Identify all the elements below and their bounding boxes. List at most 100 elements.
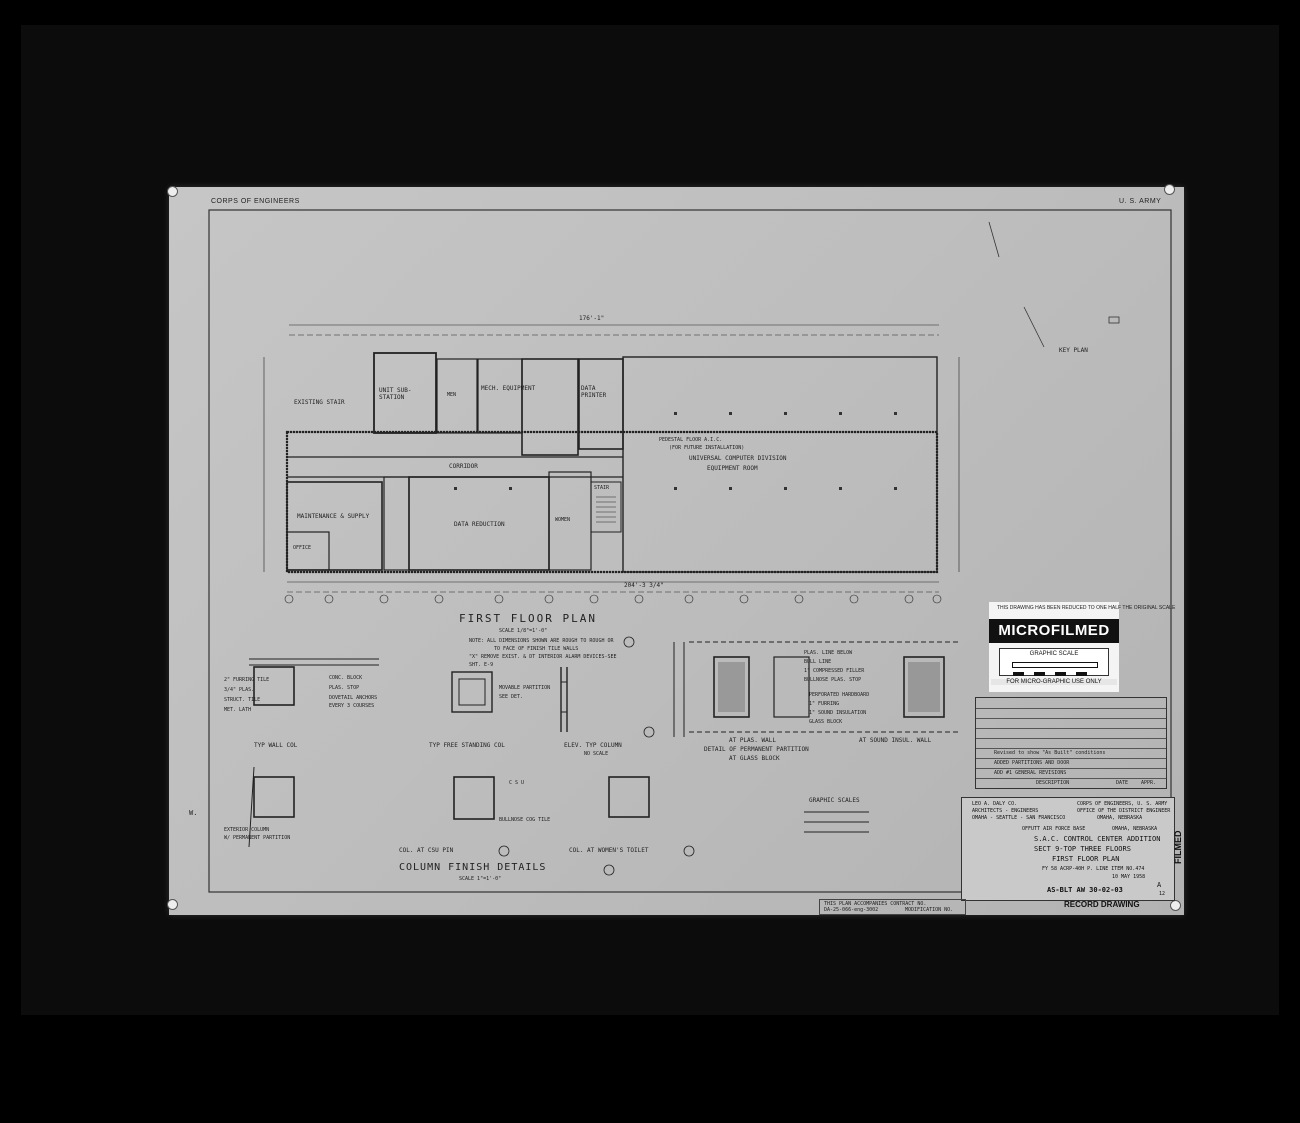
- callout-bullnose-plas-stop: BULLNOSE PLAS. STOP: [804, 677, 862, 683]
- room-label-existing-stair: EXISTING STAIR: [294, 399, 345, 406]
- callout-dovetail-anchors: DOVETAIL ANCHORS: [329, 695, 378, 701]
- microfilm-stamp: THIS DRAWING HAS BEEN REDUCED TO ONE HAL…: [989, 602, 1175, 692]
- callout-csu: C S U: [509, 780, 525, 786]
- title-line-3: FIRST FLOOR PLAN: [1052, 855, 1120, 863]
- revision-3: ADD #1 GENERAL REVISIONS: [994, 770, 1067, 776]
- floor-plan-drawing: [208, 209, 1172, 893]
- title-block: LEO A. DALY CO. ARCHITECTS - ENGINEERS O…: [961, 797, 1175, 901]
- column-finish-details-title: COLUMN FINISH DETAILS: [399, 862, 547, 873]
- room-label-women: WOMEN: [555, 517, 571, 523]
- filmed-tag: FILMED: [1173, 830, 1183, 864]
- detail-title-typ-wall-col: TYP WALL COL: [254, 742, 298, 749]
- base-name: OFFUTT AIR FORCE BASE: [1022, 826, 1086, 832]
- corps-city: OMAHA, NEBRASKA: [1097, 815, 1143, 821]
- modification-label: MODIFICATION NO.: [905, 907, 954, 913]
- header-right: U. S. ARMY: [1119, 198, 1162, 205]
- title-line-4: FY 58 ACRP-40H P. LINE ITEM NO.474: [1042, 866, 1145, 872]
- drawing-date: 10 MAY 1958: [1112, 874, 1146, 880]
- contract-note: THIS PLAN ACCOMPANIES CONTRACT NO.: [824, 901, 927, 907]
- detail-title-permanent-partition: DETAIL OF PERMANENT PARTITION: [704, 746, 809, 753]
- title-line-1: S.A.C. CONTROL CENTER ADDITION: [1034, 835, 1161, 843]
- detail-title-col-at-csu-pin: COL. AT CSU PIN: [399, 847, 454, 854]
- callout-bullnose-cog-tile: BULLNOSE COG TILE: [499, 817, 551, 823]
- callout-bull-line: BULL LINE: [804, 659, 832, 665]
- room-label-unit-substation: UNIT SUB-STATION: [379, 387, 412, 401]
- detail-scale-no-scale: NO SCALE: [584, 751, 609, 757]
- room-label-maintenance-supply: MAINTENANCE & SUPPLY: [297, 513, 370, 520]
- pushpin-icon: [1164, 184, 1175, 195]
- room-label-office: OFFICE: [293, 545, 312, 551]
- architect-cities: OMAHA - SEATTLE - SAN FRANCISCO: [972, 815, 1066, 821]
- photo-frame: CORPS OF ENGINEERS U. S. ARMY W. UNIT SU…: [21, 25, 1279, 1015]
- pushpin-icon: [1170, 900, 1181, 911]
- room-label-equipment-room: EQUIPMENT ROOM: [707, 465, 758, 472]
- graphic-scale-bar: [1012, 662, 1098, 676]
- callout-sound-insulation: 1" SOUND INSULATION: [809, 710, 867, 716]
- callout-compressed-filler: 1" COMPRESSED FILLER: [804, 668, 865, 674]
- column-finish-scale: SCALE 1"=1'-0": [459, 876, 502, 882]
- header-left: CORPS OF ENGINEERS: [211, 198, 300, 205]
- micrographic-use-note: FOR MICRO-GRAPHIC USE ONLY: [991, 679, 1117, 685]
- revision-1: Revised to show "As Built" conditions: [994, 750, 1106, 756]
- key-plan-label: KEY PLAN: [1059, 347, 1088, 354]
- graphic-scale-label: GRAPHIC SCALE: [1029, 651, 1079, 657]
- room-label-data-reduction: DATA REDUCTION: [454, 521, 505, 528]
- blueprint-sheet: CORPS OF ENGINEERS U. S. ARMY W. UNIT SU…: [167, 184, 1184, 915]
- detail-title-at-plas-wall: AT PLAS. WALL: [729, 737, 776, 744]
- callout-plas-line-below: PLAS. LINE BELOW: [804, 650, 853, 656]
- plan-note-3: "X" REMOVE EXIST. & DT INTERIOR ALARM DE…: [469, 654, 617, 660]
- room-label-universal-computer: UNIVERSAL COMPUTER DIVISION: [689, 455, 787, 462]
- pushpin-icon: [167, 899, 178, 910]
- detail-title-at-glass-block: AT GLASS BLOCK: [729, 755, 780, 762]
- room-label-corridor: CORRIDOR: [449, 463, 478, 470]
- contract-strip: THIS PLAN ACCOMPANIES CONTRACT NO. DA-25…: [819, 899, 966, 915]
- revision-col-description: DESCRIPTION: [1036, 780, 1070, 786]
- drawing-number: AS-BLT AW 30-02-03: [1047, 886, 1123, 894]
- callout-movable-partition: MOVABLE PARTITION: [499, 685, 551, 691]
- callout-conc-block: CONC. BLOCK: [329, 675, 363, 681]
- room-label-stair: STAIR: [594, 485, 610, 491]
- room-label-mech-equipment: MECH. EQUIPMENT: [481, 385, 536, 392]
- plan-note-2: TO FACE OF FINISH TILE WALLS: [494, 646, 579, 652]
- callout-every-3-courses: EVERY 3 COURSES: [329, 703, 375, 709]
- side-letter: W.: [189, 809, 198, 817]
- callout-glass-block: GLASS BLOCK: [809, 719, 843, 725]
- callout-struct-tile: STRUCT. TILE: [224, 697, 261, 703]
- record-drawing-label: RECORD DRAWING: [1064, 900, 1140, 909]
- corps-office: OFFICE OF THE DISTRICT ENGINEER: [1077, 808, 1171, 814]
- microfilmed-label: MICROFILMED: [989, 619, 1119, 643]
- detail-title-typ-free-standing-col: TYP FREE STANDING COL: [429, 742, 505, 749]
- revision-col-appr: APPR.: [1141, 780, 1157, 786]
- architect-subtitle: ARCHITECTS - ENGINEERS: [972, 808, 1039, 814]
- revision-2: ADDED PARTITIONS AND DOOR: [994, 760, 1070, 766]
- callout-furring-tile: 2" FURRING TILE: [224, 677, 270, 683]
- plan-note-4: SHT. E-9: [469, 662, 494, 668]
- room-label-data-printer: DATA PRINTER: [581, 385, 607, 399]
- detail-title-at-sound-wall: AT SOUND INSUL. WALL: [859, 737, 932, 744]
- callout-perforated-hardboard: PERFORATED HARDBOARD: [809, 692, 870, 698]
- contract-number: DA-25-066-eng-3002: [824, 907, 879, 913]
- sheet-number: 12: [1159, 891, 1166, 897]
- title-line-2: SECT 9-TOP THREE FLOORS: [1034, 845, 1131, 853]
- room-label-future-installation: (FOR FUTURE INSTALLATION): [669, 445, 745, 451]
- revision-block: Revised to show "As Built" conditions AD…: [975, 697, 1167, 789]
- base-city: OMAHA, NEBRASKA: [1112, 826, 1158, 832]
- graphic-scales-label: GRAPHIC SCALES: [809, 797, 860, 804]
- callout-metal-lath: MET. LATH: [224, 707, 252, 713]
- overall-dimension-top: 176'-1": [579, 315, 605, 322]
- revision-col-date: DATE: [1116, 780, 1129, 786]
- room-label-pedestal-floor: PEDESTAL FLOOR A.I.C.: [659, 437, 723, 443]
- callout-see-det: SEE DET.: [499, 694, 524, 700]
- corps-name: CORPS OF ENGINEERS, U. S. ARMY: [1077, 801, 1168, 807]
- first-floor-plan-title: FIRST FLOOR PLAN: [459, 612, 597, 625]
- detail-title-elev-typ-column: ELEV. TYP COLUMN: [564, 742, 622, 749]
- microfilm-reduction-note: THIS DRAWING HAS BEEN REDUCED TO ONE HAL…: [997, 605, 1176, 611]
- overall-dimension-bottom: 204'-3 3/4": [624, 582, 664, 589]
- plan-scale: SCALE 1/8"=1'-0": [499, 628, 548, 634]
- callout-plas-stop: PLAS. STOP: [329, 685, 360, 691]
- callout-furring: 1" FURRING: [809, 701, 840, 707]
- graphic-scale-box: GRAPHIC SCALE: [999, 648, 1109, 676]
- plan-note-1: NOTE: ALL DIMENSIONS SHOWN ARE ROUGH TO …: [469, 638, 614, 644]
- sheet-letter: A: [1157, 881, 1162, 889]
- detail-title-exterior-column: EXTERIOR COLUMN: [224, 827, 270, 833]
